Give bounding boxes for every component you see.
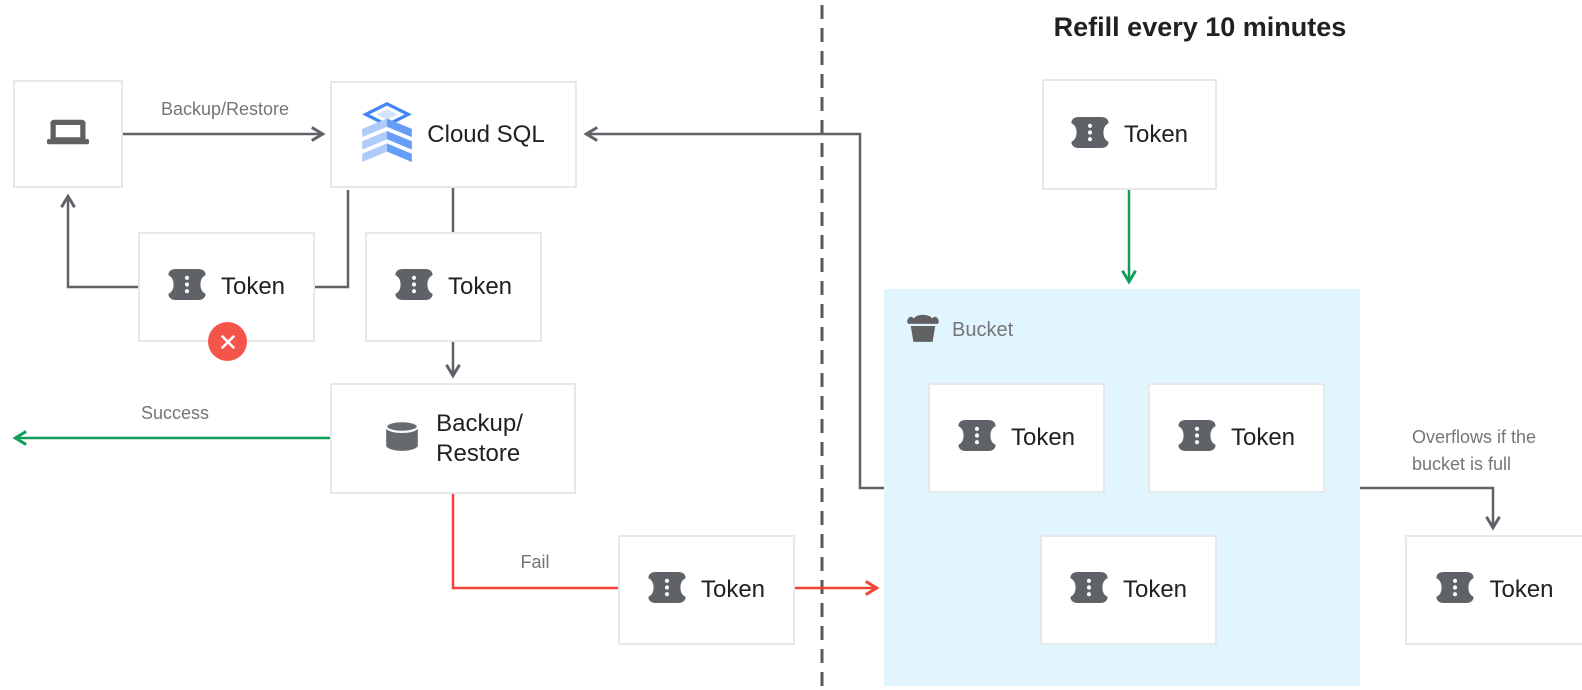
token-label: Token <box>220 273 286 300</box>
token-node-overflow: Token <box>1405 535 1582 645</box>
token-label: Token <box>700 576 766 603</box>
cloud-sql-icon <box>362 102 413 167</box>
token-icon <box>1436 572 1475 608</box>
backup-restore-line2: Restore <box>436 439 521 467</box>
laptop-icon <box>47 116 89 153</box>
line-token-to-cloudsql <box>315 190 350 289</box>
token-label: Token <box>1123 120 1189 148</box>
token-icon <box>1070 572 1108 608</box>
x-icon <box>220 334 235 349</box>
token-icon <box>395 269 433 305</box>
overflow-line1: Overflows if the <box>1412 427 1537 447</box>
token-icon <box>1071 116 1109 153</box>
bucket-label: Bucket <box>952 318 1014 341</box>
overflow-line2: bucket is full <box>1412 454 1512 474</box>
cloud-sql-label: Cloud SQL <box>427 120 545 148</box>
overflow-label: Overflows if the bucket is full <box>1412 424 1582 478</box>
token-node-bucket-1: Token <box>928 383 1105 493</box>
token-node-refill: Token <box>1042 79 1217 190</box>
backup-restore-arrow-label: Backup/Restore <box>160 99 290 119</box>
token-icon <box>648 572 686 608</box>
arrow-overflow <box>1360 486 1501 531</box>
arrow-bucket-to-cloudsql <box>583 126 884 490</box>
token-label: Token <box>1489 576 1554 603</box>
token-label: Token <box>1010 424 1076 451</box>
backup-restore-node: Backup/ Restore <box>330 383 576 494</box>
client-node <box>13 80 123 188</box>
token-icon <box>958 420 996 456</box>
refill-title: Refill every 10 minutes <box>1053 12 1347 42</box>
line-fail <box>451 494 618 590</box>
database-icon <box>383 420 421 457</box>
token-icon <box>168 269 206 305</box>
backup-restore-label: Backup/ Restore <box>436 409 523 469</box>
token-icon <box>1178 420 1216 456</box>
token-node-bucket-2: Token <box>1148 383 1325 493</box>
token-node-consumed: Token <box>365 232 542 342</box>
success-label: Success <box>140 403 210 423</box>
cloud-sql-node: Cloud SQL <box>330 81 577 188</box>
token-node-bucket-3: Token <box>1040 535 1217 645</box>
token-label: Token <box>1230 424 1296 451</box>
arrow-token-to-client <box>60 193 138 289</box>
fail-label: Fail <box>520 552 550 572</box>
token-node-fail: Token <box>618 535 795 645</box>
token-label: Token <box>447 273 513 300</box>
error-badge <box>208 322 247 361</box>
backup-restore-line1: Backup/ <box>436 409 523 437</box>
token-label: Token <box>1122 576 1188 603</box>
bucket-icon <box>906 311 940 349</box>
bucket-tag: Bucket <box>906 311 1013 349</box>
